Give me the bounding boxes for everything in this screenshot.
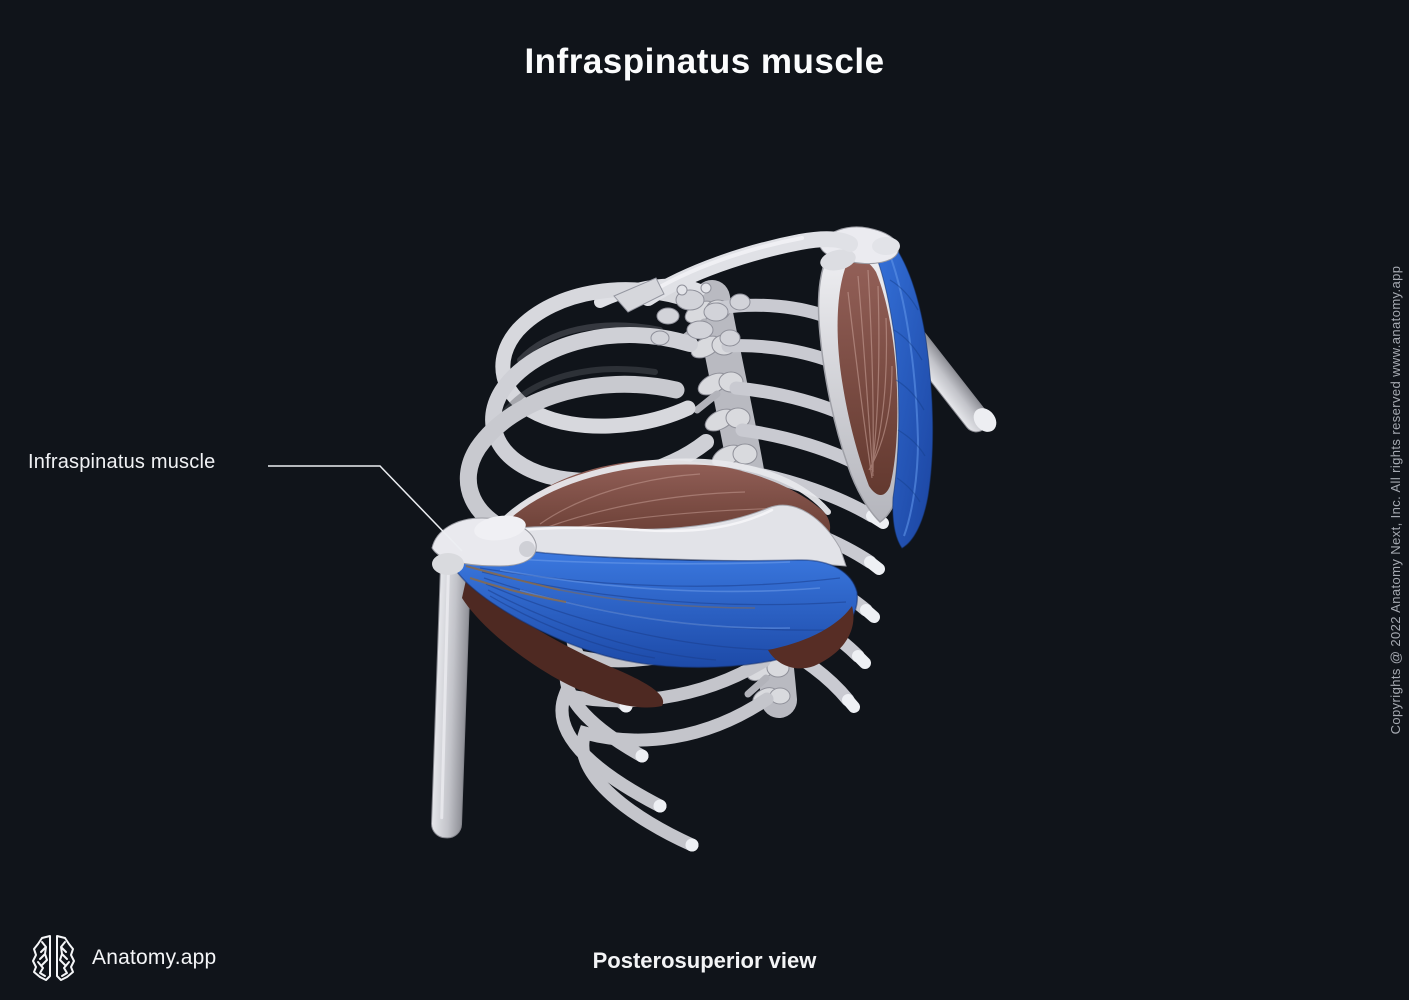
label-leader-line <box>268 465 463 552</box>
tendon-lines <box>465 565 756 609</box>
brain-icon <box>30 932 77 984</box>
copyright-text: Copyrights @ 2022 Anatomy Next, Inc. All… <box>1388 265 1403 735</box>
page-title: Infraspinatus muscle <box>524 42 885 81</box>
clavicle-and-cervical <box>613 231 858 347</box>
right-muscle-fibers <box>847 269 893 479</box>
clavicle <box>640 231 858 306</box>
right-edge-teres-strip <box>768 606 854 669</box>
right-highlight-sheen <box>887 249 920 537</box>
view-caption: Posterosuperior view <box>592 948 817 973</box>
left-teres-muscle <box>462 580 664 708</box>
scapula-superior-border <box>497 458 831 527</box>
left-shoulder <box>431 458 859 839</box>
brand-name: Anatomy.app <box>92 946 217 969</box>
cervical-vertebrae <box>650 282 751 347</box>
right-subscapularis-muscle <box>837 258 898 495</box>
brand-block: Anatomy.app <box>30 932 216 984</box>
bone-fragment <box>613 277 665 313</box>
infraspinatus-label: Infraspinatus muscle <box>28 451 216 473</box>
right-humerus-cut-end <box>973 408 997 432</box>
